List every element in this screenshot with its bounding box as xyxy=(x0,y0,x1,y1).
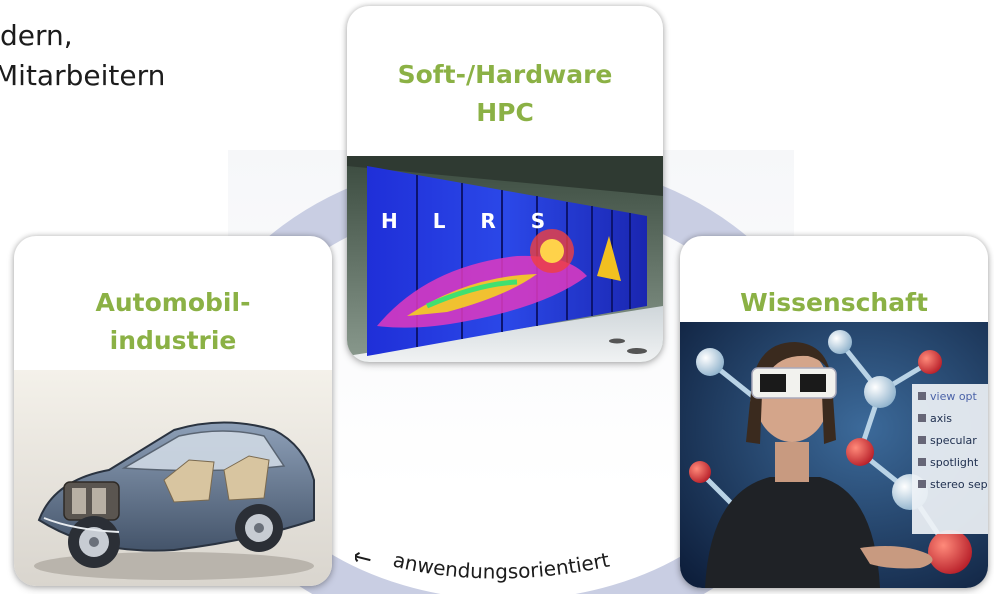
card-hpc: Soft-/Hardware HPC xyxy=(347,6,663,362)
arrow-left-icon: ← xyxy=(355,542,375,574)
cycle-arrow-label: ← anwendungsorientiert xyxy=(355,542,612,584)
vr-molecule-illustration: view opt axis specular spotlight stereo … xyxy=(680,322,988,588)
card-automotive-title-line-2: industrie xyxy=(109,326,237,355)
car-cutaway-illustration xyxy=(14,370,332,586)
card-science: Wissenschaft xyxy=(680,236,988,588)
card-hpc-title-line-1: Soft-/Hardware xyxy=(397,60,613,89)
card-automotive-title-line-1: Automobil- xyxy=(95,288,251,317)
card-science-title-text: Wissenschaft xyxy=(740,288,928,317)
vr-science-image: view opt axis specular spotlight stereo … xyxy=(680,322,988,588)
body-text-line-1: dern, xyxy=(0,19,73,52)
menu-item-stereo-sep: stereo sep xyxy=(930,478,988,491)
card-hpc-title: Soft-/Hardware HPC xyxy=(347,56,663,132)
car-cutaway-image xyxy=(14,370,332,586)
cycle-label-text: anwendungsorientiert xyxy=(391,548,612,584)
partial-body-text: dern, Mitarbeitern xyxy=(0,16,165,96)
card-hpc-title-line-2: HPC xyxy=(476,98,534,127)
supercomputer-illustration: H L R S xyxy=(347,156,663,362)
card-science-title: Wissenschaft xyxy=(680,284,988,322)
menu-item-view-opt: view opt xyxy=(930,390,978,403)
cycle-label-textpath: anwendungsorientiert xyxy=(391,548,612,584)
card-automotive-title: Automobil- industrie xyxy=(14,284,332,360)
card-automotive: Automobil- industrie xyxy=(14,236,332,586)
body-text-line-2: Mitarbeitern xyxy=(0,59,166,92)
menu-item-specular: specular xyxy=(930,434,977,447)
hlrs-lettering: H L R S xyxy=(381,209,559,233)
menu-item-spotlight: spotlight xyxy=(930,456,979,469)
menu-item-axis: axis xyxy=(930,412,952,425)
supercomputer-image: H L R S xyxy=(347,156,663,362)
